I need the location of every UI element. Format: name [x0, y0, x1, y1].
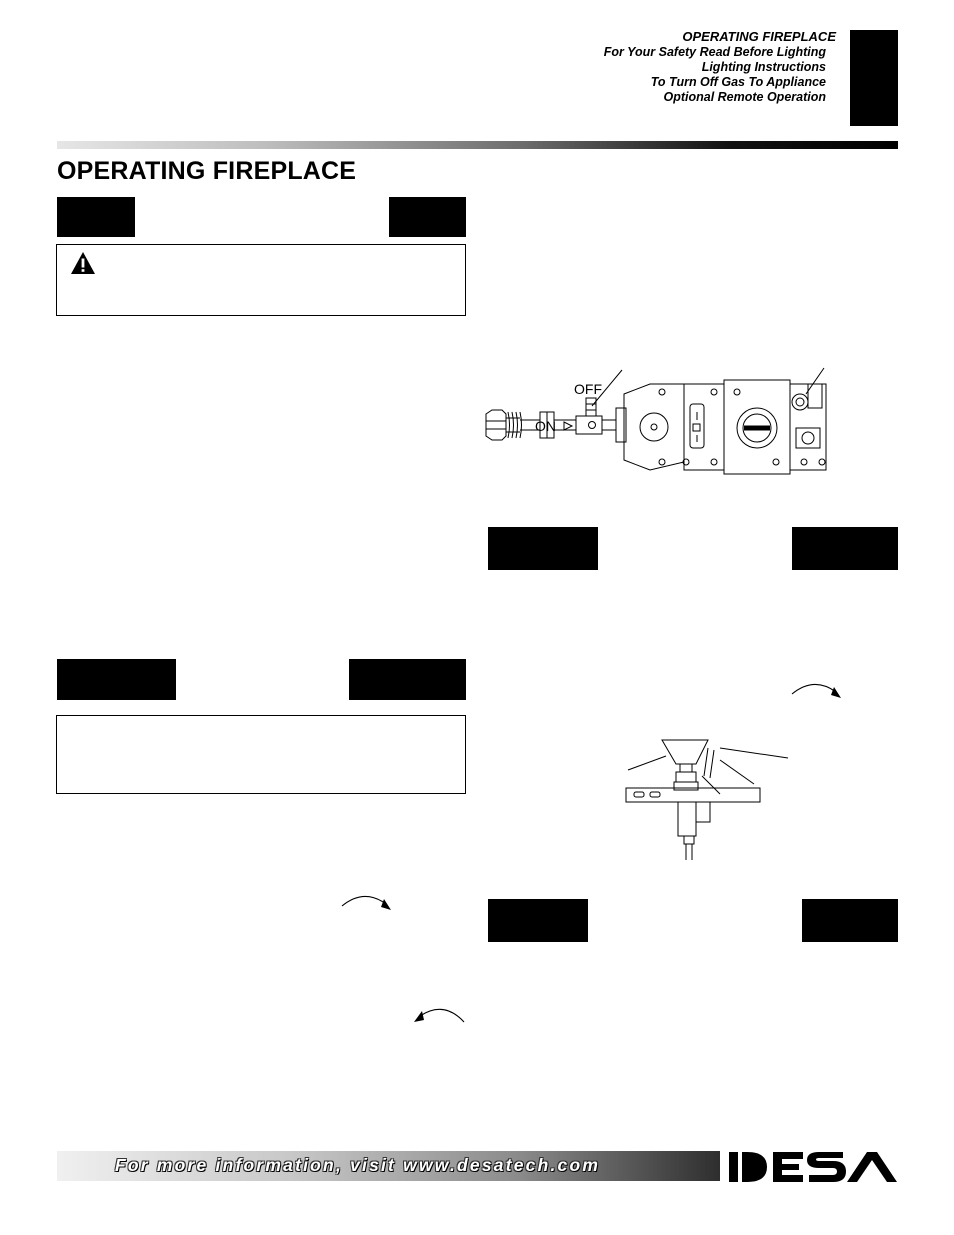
warning-triangle-icon — [71, 252, 95, 274]
clockwise-arrow-icon-right — [791, 683, 841, 698]
label-block-left-1 — [57, 197, 135, 237]
label-block-right-2 — [349, 659, 466, 700]
pilot-assembly-diagram — [625, 739, 789, 860]
section-tab-marker — [850, 30, 898, 126]
label-block-left-2 — [57, 659, 176, 700]
counterclockwise-arrow-icon — [414, 1008, 465, 1023]
page-title: OPERATING FIREPLACE — [57, 157, 357, 185]
footer-website-text: For more information, visit www.desatech… — [115, 1155, 601, 1175]
header-line-safety: For Your Safety Read Before Lighting — [603, 45, 826, 59]
gas-control-valve-diagram: OFF ON — [485, 367, 827, 475]
label-block-right-1 — [389, 197, 466, 237]
header-line-turn-off: To Turn Off Gas To Appliance — [650, 75, 826, 89]
header-line-lighting: Lighting Instructions — [701, 60, 826, 74]
valve-off-label: OFF — [574, 381, 602, 397]
valve-on-label: ON — [535, 418, 556, 434]
label-block-right-4 — [802, 899, 898, 942]
header-section-title: OPERATING FIREPLACE — [682, 29, 836, 44]
label-block-right-3 — [792, 527, 898, 570]
desa-logo — [729, 1152, 897, 1182]
label-block-left-3 — [488, 527, 598, 570]
footer-bar — [57, 1151, 720, 1181]
label-block-left-4 — [488, 899, 588, 942]
clockwise-arrow-icon — [341, 895, 391, 910]
notice-box — [56, 715, 466, 794]
header-line-remote: Optional Remote Operation — [663, 90, 826, 104]
header-rule — [57, 141, 898, 149]
warning-box — [56, 244, 466, 316]
